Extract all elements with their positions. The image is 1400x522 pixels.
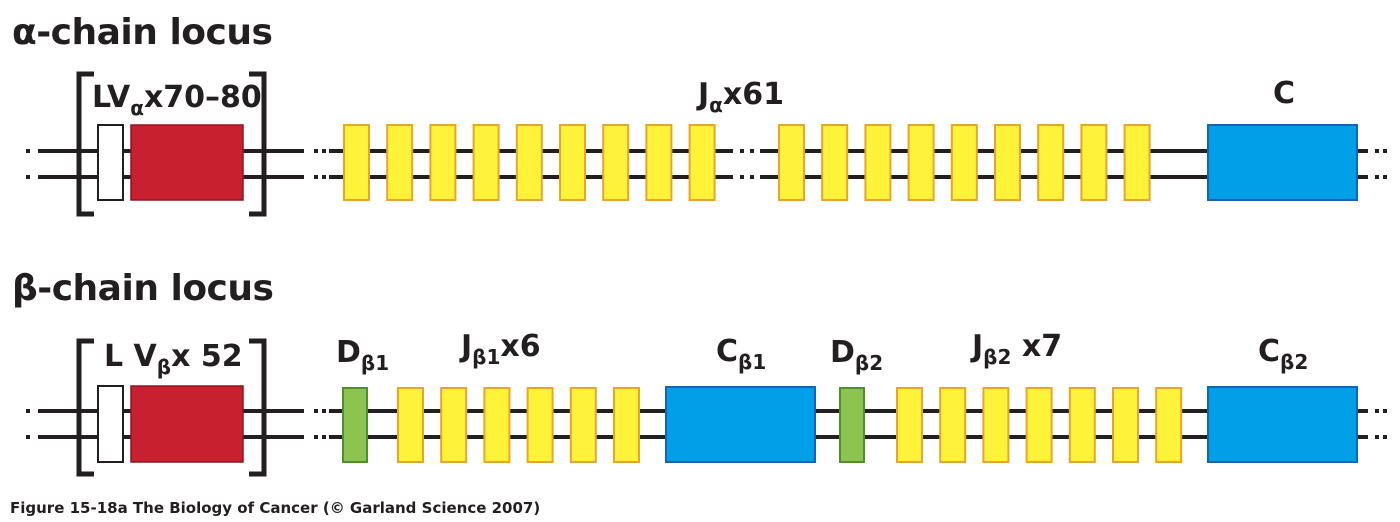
beta-c2-segment <box>1207 386 1358 463</box>
alpha-j-segment <box>515 124 543 201</box>
strand-break-dot <box>1383 149 1387 153</box>
beta-j2-segment <box>1155 387 1183 463</box>
beta-j2-segments <box>896 387 1183 463</box>
strand-break-dot <box>26 175 30 179</box>
alpha-j-segment <box>688 124 716 201</box>
svg-text:Jαx61: Jαx61 <box>696 77 784 117</box>
beta-d1-segment <box>342 387 368 463</box>
strand-break-dot <box>1375 175 1379 179</box>
beta-j2-segment <box>982 387 1010 463</box>
alpha-c-segment <box>1207 124 1358 201</box>
alpha-right-bracket <box>249 71 267 217</box>
beta-j1-segment <box>613 387 640 463</box>
beta-j1-segment <box>440 387 468 463</box>
alpha-j-segment <box>821 124 849 201</box>
alpha-j-segments-right <box>778 124 1151 201</box>
beta-d2-segment <box>839 387 865 463</box>
strand-break-dot <box>740 149 744 153</box>
strand-break-dot <box>750 149 754 153</box>
beta-j2-segment <box>1025 387 1053 463</box>
alpha-leader-segment <box>97 124 124 201</box>
alpha-j-segment <box>559 124 586 201</box>
alpha-j-segment <box>1080 124 1108 201</box>
strand-break-dot <box>314 149 318 153</box>
beta-j1-label: Jβ1x6 <box>459 329 541 369</box>
strand-break-dot <box>322 409 326 413</box>
beta-j1-segments <box>397 387 640 463</box>
strand-break-dot <box>26 409 30 413</box>
alpha-j-segment <box>645 124 673 201</box>
alpha-j-segment <box>994 124 1021 201</box>
alpha-j-segment <box>1037 124 1065 201</box>
beta-j1-segment <box>483 387 511 463</box>
strand-break-dot <box>1383 175 1387 179</box>
strand-break-dot <box>26 149 30 153</box>
beta-locus-title: β-chain locus <box>12 268 273 309</box>
alpha-j-segment <box>602 124 630 201</box>
alpha-j-segment <box>429 124 457 201</box>
beta-d2-label: Dβ2 <box>830 335 883 375</box>
beta-locus: β-chain locus L Vβx 52 Dβ1 Jβ1x6 Cβ1 Dβ2… <box>12 268 1387 477</box>
beta-d1-label: Dβ1 <box>336 335 389 375</box>
strand-break-dot <box>322 149 326 153</box>
beta-leader-segment <box>97 385 124 463</box>
strand-break-dot <box>750 175 754 179</box>
beta-left-bracket <box>76 338 94 477</box>
svg-text:LVαx70–80: LVαx70–80 <box>92 80 262 120</box>
beta-j2-segment <box>1112 387 1139 463</box>
alpha-j-segment <box>864 124 892 201</box>
beta-j2-segment <box>896 387 923 463</box>
alpha-j-segment <box>1123 124 1151 201</box>
strand-break-dot <box>314 175 318 179</box>
strand-break-dot <box>322 435 326 439</box>
beta-j2-segment <box>1068 387 1096 463</box>
alpha-j-segment <box>343 124 370 201</box>
beta-c2-label: Cβ2 <box>1258 334 1308 374</box>
strand-break-dot <box>1375 435 1379 439</box>
strand-break-dot <box>1375 409 1379 413</box>
alpha-v-segment <box>130 124 244 201</box>
beta-v-label: L Vβx 52 <box>104 339 243 379</box>
alpha-j-segment <box>950 124 978 201</box>
svg-text:Jβ1x6: Jβ1x6 <box>459 329 541 369</box>
alpha-locus: α-chain locus LVαx70–80 Jαx61 C <box>12 12 1387 217</box>
strand-break-dot <box>1383 435 1387 439</box>
beta-j1-segment <box>397 387 424 463</box>
alpha-left-bracket <box>76 71 94 217</box>
figure-caption: Figure 15-18a The Biology of Cancer (© G… <box>10 499 540 517</box>
strand-break-dot <box>740 175 744 179</box>
svg-text:Dβ2: Dβ2 <box>830 335 883 375</box>
alpha-locus-title: α-chain locus <box>12 12 272 53</box>
strand-break-dot <box>314 409 318 413</box>
alpha-j-segments-left <box>343 124 716 201</box>
beta-j1-segment <box>526 387 554 463</box>
beta-right-bracket <box>249 338 267 477</box>
alpha-j-segment <box>907 124 935 201</box>
svg-text:Cβ1: Cβ1 <box>716 334 766 374</box>
strand-break-dot <box>26 435 30 439</box>
alpha-j-label: Jαx61 <box>696 77 784 117</box>
svg-text:Jβ2 x7: Jβ2 x7 <box>970 329 1062 369</box>
beta-c1-segment <box>665 386 816 463</box>
beta-v-segment <box>130 385 244 463</box>
strand-break-dot <box>314 435 318 439</box>
alpha-c-label: C <box>1273 76 1295 111</box>
alpha-v-label: LVαx70–80 <box>92 80 262 120</box>
svg-text:L Vβx 52: L Vβx 52 <box>104 339 243 379</box>
beta-j2-segment <box>939 387 967 463</box>
strand-break-dot <box>322 175 326 179</box>
alpha-j-segment <box>472 124 500 201</box>
alpha-j-segment <box>778 124 805 201</box>
strand-break-dot <box>1375 149 1379 153</box>
alpha-j-segment <box>386 124 414 201</box>
beta-j1-segment <box>569 387 597 463</box>
svg-text:Dβ1: Dβ1 <box>336 335 389 375</box>
strand-break-dot <box>1383 409 1387 413</box>
beta-c1-label: Cβ1 <box>716 334 766 374</box>
beta-j2-label: Jβ2 x7 <box>970 329 1062 369</box>
svg-text:Cβ2: Cβ2 <box>1258 334 1308 374</box>
